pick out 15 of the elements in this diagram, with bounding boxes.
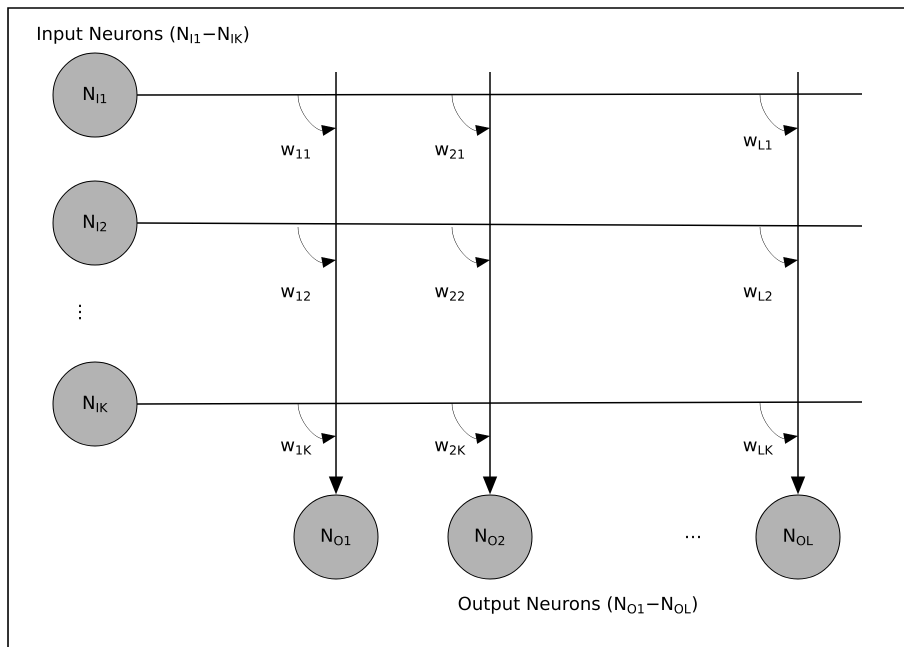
weight-label: w$_{2K}$ (435, 441, 466, 455)
weight-label: w$_{11}$ (281, 145, 310, 159)
group-label: Output Neurons (N$_{O1}$−N$_{OL}$) (458, 596, 697, 614)
weight-label: w$_{1K}$ (281, 441, 312, 455)
ellipsis: ⋮ (79, 304, 81, 320)
connection-line (138, 222, 862, 227)
weight-label: w$_{L2}$ (744, 287, 772, 301)
ellipsis: … (686, 536, 700, 538)
weight-label: w$_{L1}$ (744, 136, 772, 150)
weight-label: w$_{LK}$ (744, 441, 773, 455)
weight-label: w$_{21}$ (435, 145, 464, 159)
connection-line (138, 93, 862, 96)
connection-line (138, 401, 862, 405)
weight-label: w$_{22}$ (435, 287, 464, 301)
weight-label: w$_{12}$ (281, 287, 310, 301)
